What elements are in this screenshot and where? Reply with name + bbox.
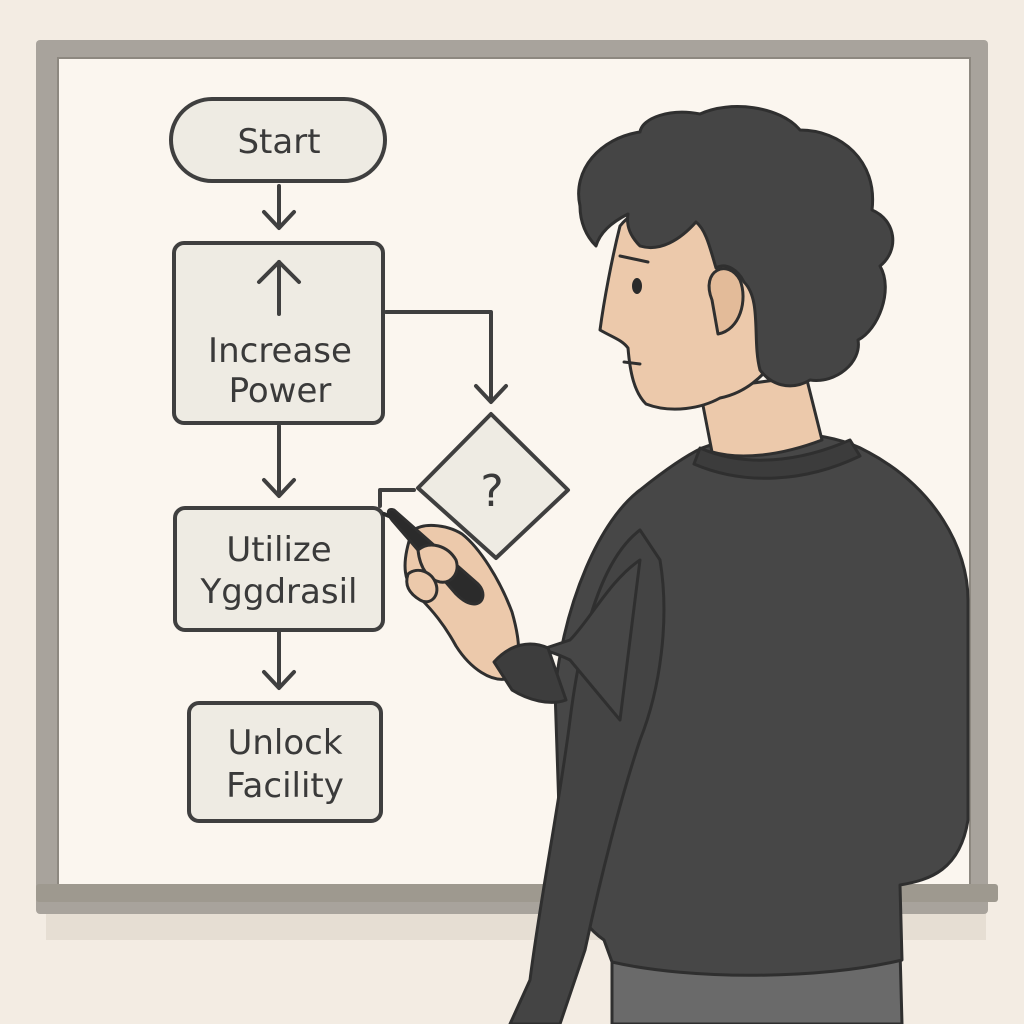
arrowhead-unlock bbox=[262, 670, 296, 690]
flow-node-decision: ? bbox=[416, 412, 570, 560]
person-ear bbox=[707, 267, 745, 336]
flowchart-connectors bbox=[262, 184, 508, 690]
flow-node-utilize-yggdrasil: Utilize Yggdrasil bbox=[173, 506, 385, 632]
up-arrow-icon bbox=[257, 260, 301, 316]
person-mouth bbox=[622, 360, 642, 366]
person-figure bbox=[382, 105, 970, 1024]
increase-power-label-line2: Power bbox=[229, 371, 332, 411]
person-sleeve-cuff bbox=[492, 642, 568, 704]
decision-label: ? bbox=[480, 466, 503, 517]
arrowhead-utilize bbox=[262, 478, 296, 498]
flow-node-start: Start bbox=[169, 97, 387, 183]
person-collar bbox=[692, 438, 862, 480]
person-eye bbox=[632, 278, 642, 294]
person-fingers-lower bbox=[405, 568, 439, 604]
person-eyebrow bbox=[618, 254, 650, 264]
person-hair bbox=[577, 105, 895, 388]
unlock-facility-label-line2: Facility bbox=[226, 766, 344, 806]
connector-decision-to-utilize bbox=[378, 488, 416, 508]
arrowhead-start bbox=[262, 210, 296, 230]
flow-node-unlock-facility: Unlock Facility bbox=[187, 701, 383, 823]
connector-increase-to-decision bbox=[384, 310, 493, 400]
utilize-yggdrasil-label-line1: Utilize bbox=[226, 530, 331, 570]
utilize-yggdrasil-label-line2: Yggdrasil bbox=[200, 572, 358, 612]
start-label: Start bbox=[237, 122, 320, 162]
unlock-facility-label-line1: Unlock bbox=[227, 723, 342, 763]
flow-node-increase-power: Increase Power bbox=[172, 241, 385, 425]
arrowhead-decision bbox=[474, 384, 508, 404]
increase-power-label-line1: Increase bbox=[208, 331, 352, 371]
